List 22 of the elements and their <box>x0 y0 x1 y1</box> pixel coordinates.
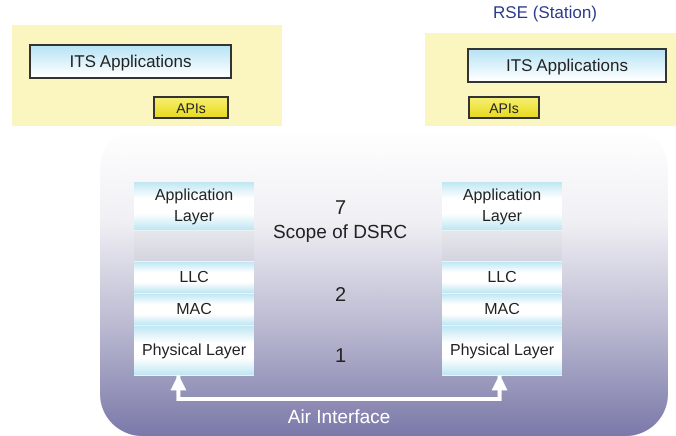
station-heading: RSE (Station) <box>493 3 597 23</box>
layer-band: Physical Layer <box>134 326 254 376</box>
layer-band: Physical Layer <box>442 326 562 376</box>
scope-label: Scope of DSRC <box>272 222 408 244</box>
api-box: APIs <box>468 96 540 119</box>
layer-band <box>442 231 562 262</box>
application-box: ITS Applications <box>467 48 667 83</box>
layer-band: MAC <box>134 294 254 326</box>
layer-band: MAC <box>442 294 562 326</box>
layer-number: 1 <box>335 345 346 368</box>
layer-band: Application Layer <box>442 182 562 231</box>
layer-band: LLC <box>134 262 254 294</box>
layer-band: Application Layer <box>134 182 254 231</box>
edge-label: Air Interface <box>288 407 390 429</box>
application-box: ITS Applications <box>29 44 232 79</box>
layer-band <box>134 231 254 262</box>
layer-band: LLC <box>442 262 562 294</box>
double-arrow <box>170 374 508 401</box>
device-panel <box>12 25 282 126</box>
api-box: APIs <box>153 96 229 119</box>
layer-number: 7 <box>335 197 346 220</box>
layer-number: 2 <box>335 284 346 307</box>
